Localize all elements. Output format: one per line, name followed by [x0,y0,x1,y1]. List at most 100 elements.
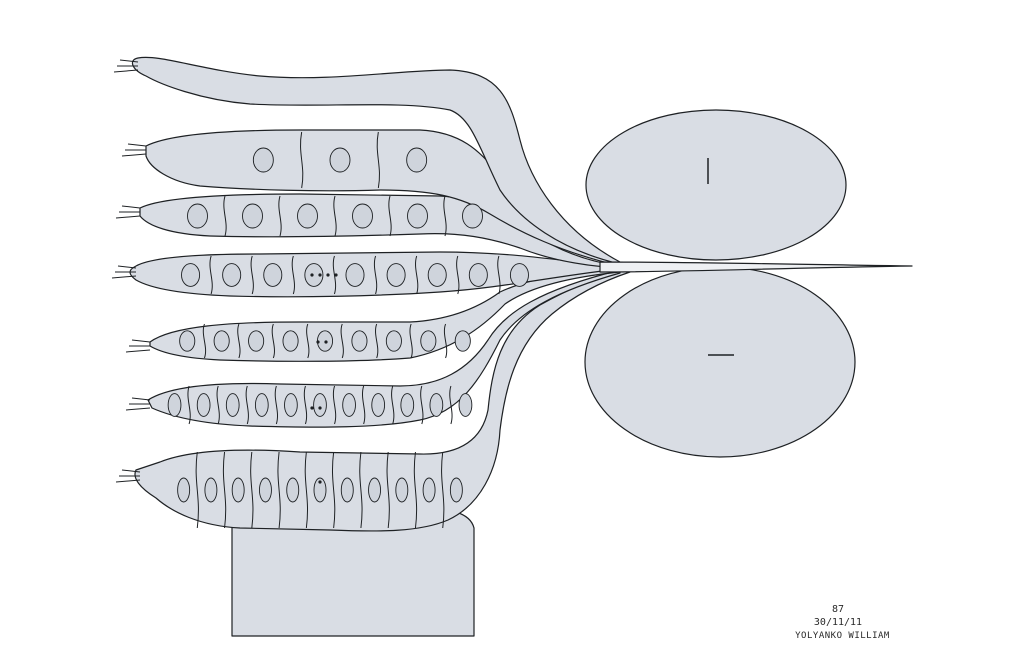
segment-bulb [342,393,356,417]
segment-bulb [468,263,488,287]
segment-bulb [313,477,327,503]
dot [318,406,322,410]
segment-divider [497,255,501,295]
segment-bulb [242,203,263,229]
segment-divider [362,385,366,425]
tendril [121,469,141,473]
segment-bulb [177,477,191,503]
tendril [121,153,147,157]
segment-bulb [181,263,201,287]
segment-divider [359,451,363,529]
segment-divider [245,385,249,425]
segment-bulb [286,477,300,503]
segment-divider [443,195,447,237]
tendril [125,407,151,411]
tube-6 [147,269,621,428]
segment-divider [250,451,254,529]
segment-bulb [284,393,298,417]
segment-bulb [422,477,436,503]
segment-divider [300,131,304,189]
segment-bulb [304,263,324,287]
segment-bulb [248,330,265,352]
segment-bulb [187,203,208,229]
dot [326,273,330,277]
tube-segments [187,131,501,529]
tendril [131,339,151,343]
tendril [119,59,139,63]
segment-bulb [351,330,368,352]
bottom-oval [584,266,856,458]
segment-divider [443,323,448,359]
segment-bulb [509,263,529,287]
segment-divider [391,385,395,425]
segment-bulb [462,203,483,229]
segment-bulb [297,203,318,229]
segment-divider [195,451,199,529]
tendril [111,275,137,279]
segment-bulb [329,147,351,173]
segment-bulb [386,263,406,287]
segment-divider [187,385,191,425]
segment-divider [441,451,445,529]
segment-bulb [196,393,211,417]
dot [318,273,322,277]
segment-divider [250,255,254,295]
segment-divider [222,451,227,529]
tube-1 [131,56,621,265]
segment-divider [386,451,390,529]
segment-bulb [385,330,402,352]
segment-bulb [340,477,354,503]
dot [310,406,314,410]
segment-divider [216,385,220,425]
segment-divider [449,385,453,425]
tendril [115,479,141,483]
segment-divider [415,255,419,295]
dot [334,273,338,277]
segment-divider [413,451,418,529]
segment-divider [237,323,241,359]
segment-divider [209,255,213,295]
tendril [125,349,151,353]
segment-divider [388,195,392,237]
segment-bulb [406,147,428,173]
segment-bulb [213,330,230,352]
segment-bulb [407,203,428,229]
tendril [121,205,141,209]
segment-divider [223,195,227,237]
tube-5 [149,268,621,362]
segment-divider [420,385,424,425]
segment-bulb [368,477,381,503]
segment-bulb [400,393,415,417]
tube-4 [129,251,611,298]
segment-divider [304,451,309,529]
segment-bulb [204,477,218,503]
signature-number: 87 [831,604,845,615]
segment-divider [456,255,460,295]
segment-bulb [252,147,274,173]
segment-bulb [225,393,240,417]
segment-bulb [259,477,272,503]
segment-bulb [282,330,299,352]
segment-divider [291,255,295,295]
segment-bulb [352,203,373,229]
tube-7 [134,267,631,532]
center-dots [310,273,338,484]
segment-bulb [429,393,444,417]
segment-divider [376,131,380,189]
segment-divider [278,195,282,237]
segment-bulb [313,393,327,417]
segment-divider [306,323,310,359]
dot [318,480,322,484]
segment-divider [375,323,379,359]
tendril [117,265,137,269]
segment-bulbs [167,147,529,503]
tendril [113,69,139,73]
segment-bulb [458,393,473,417]
segment-divider [373,255,378,295]
segment-bulb [167,393,182,417]
tendril [131,397,151,401]
signature-date: 30/11/11 [813,617,863,628]
segment-divider [274,385,278,425]
signature-name: YOLYANKO WILLIAM [795,631,890,641]
